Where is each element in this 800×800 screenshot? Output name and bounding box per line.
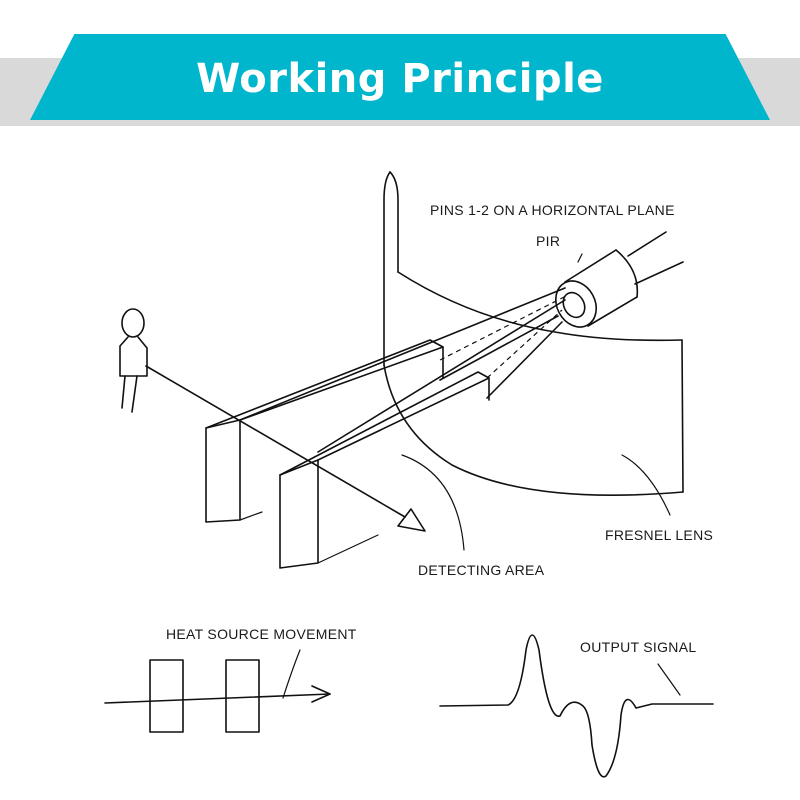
header-banner: Working Principle: [30, 34, 770, 120]
fresnel-lens-leader: [621, 454, 671, 516]
movement-arrow: [145, 365, 426, 532]
pir-label: PIR: [536, 233, 560, 249]
detection-zone-slab-front: [279, 371, 490, 569]
heat-source-movement-label: HEAT SOURCE MOVEMENT: [166, 626, 357, 642]
detection-zone-slab-rear: [205, 339, 444, 523]
fresnel-lens-label: FRESNEL LENS: [605, 527, 713, 543]
detecting-beams: [239, 287, 567, 453]
person-figure: [119, 308, 148, 413]
detecting-area-leader: [401, 454, 465, 551]
output-signal-waveform: [439, 634, 714, 778]
pins-label: PINS 1-2 ON A HORIZONTAL PLANE: [430, 202, 675, 218]
output-signal-label: OUTPUT SIGNAL: [580, 639, 696, 655]
heat-source-movement-diagram: [104, 649, 331, 733]
detecting-area-label: DETECTING AREA: [418, 562, 545, 578]
page-title: Working Principle: [196, 56, 604, 102]
fresnel-lens: [383, 171, 684, 496]
pir-sensor: [554, 231, 684, 328]
